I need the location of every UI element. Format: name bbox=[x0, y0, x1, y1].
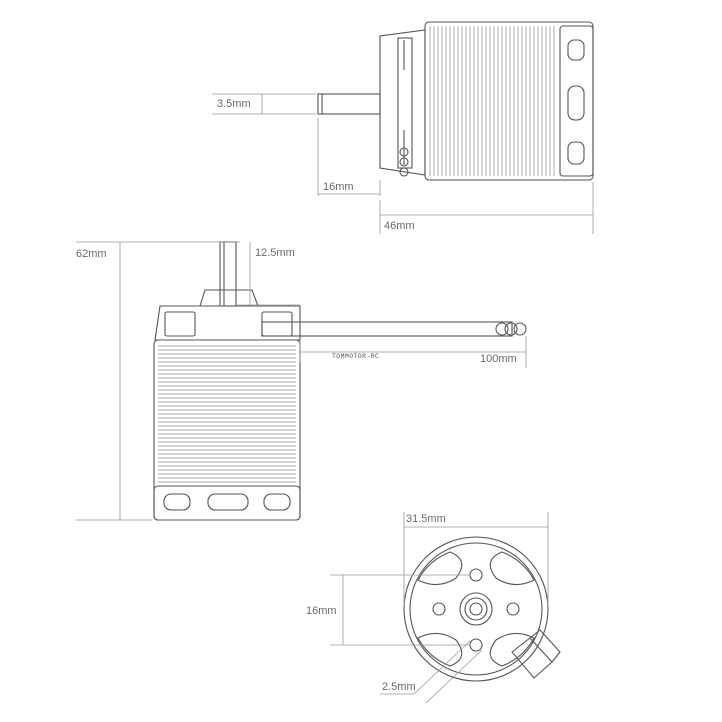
top-view-slot-3 bbox=[567, 141, 585, 165]
top-view-wire-3 bbox=[399, 167, 409, 177]
face-hole-top bbox=[469, 568, 483, 582]
top-view-cooling-fins bbox=[429, 26, 555, 176]
face-vent-bottom-left bbox=[417, 632, 463, 667]
top-view-slot-2 bbox=[567, 85, 585, 121]
top-side-view: 3.5mm 16mm 46mm bbox=[212, 21, 594, 234]
front-view-cooling-fins bbox=[158, 345, 296, 483]
front-view-wire bbox=[261, 321, 513, 337]
face-view: 31.5mm 16mm 2.5mm bbox=[306, 512, 561, 704]
face-vent-top-left bbox=[417, 551, 463, 586]
front-view-slot-2 bbox=[207, 493, 249, 511]
front-view-shaft bbox=[219, 241, 237, 307]
face-inner-ring bbox=[409, 542, 543, 676]
top-view-end-bell bbox=[559, 25, 594, 177]
wire-end-3 bbox=[513, 322, 527, 336]
brand-label: TOMMOTOR-RC bbox=[332, 353, 379, 360]
front-view-slot-3 bbox=[263, 493, 291, 511]
front-view-end-bell bbox=[153, 485, 301, 521]
shaft-length-label: 16mm bbox=[323, 181, 354, 193]
face-hole-right bbox=[506, 602, 520, 616]
top-view-wire-2 bbox=[399, 157, 409, 167]
hole-spacing-label: 16mm bbox=[306, 605, 337, 617]
overall-height-label: 62mm bbox=[76, 248, 107, 260]
face-hole-left bbox=[432, 602, 446, 616]
face-shaft bbox=[469, 602, 483, 616]
top-view-slot-1 bbox=[567, 39, 585, 61]
front-vertical-view: TOMMOTOR-RC 62mm 12.5mm 100mm bbox=[76, 241, 527, 521]
top-view-wire-1 bbox=[399, 147, 409, 157]
shaft-protrusion-label: 12.5mm bbox=[255, 247, 295, 259]
face-vent-top-right bbox=[489, 551, 535, 586]
face-bearing-inner bbox=[464, 597, 488, 621]
face-diameter-label: 31.5mm bbox=[406, 513, 446, 525]
top-view-front-mount bbox=[379, 29, 426, 176]
wire-length-label: 100mm bbox=[480, 353, 517, 365]
face-hole-bottom bbox=[469, 638, 483, 652]
front-view-mount-boss bbox=[199, 289, 259, 307]
screw-size-label: 2.5mm bbox=[382, 681, 416, 693]
face-vent-bottom-right bbox=[489, 632, 535, 667]
wire-end-1 bbox=[495, 322, 509, 336]
face-bearing-outer bbox=[459, 592, 493, 626]
body-length-label: 46mm bbox=[384, 220, 415, 232]
shaft-diameter-label: 3.5mm bbox=[217, 98, 251, 110]
wire-end-2 bbox=[504, 322, 518, 336]
front-view-top-cap bbox=[154, 305, 301, 341]
face-outer-ring bbox=[403, 536, 549, 682]
front-view-slot-1 bbox=[163, 493, 191, 511]
top-view-shaft bbox=[317, 93, 381, 115]
